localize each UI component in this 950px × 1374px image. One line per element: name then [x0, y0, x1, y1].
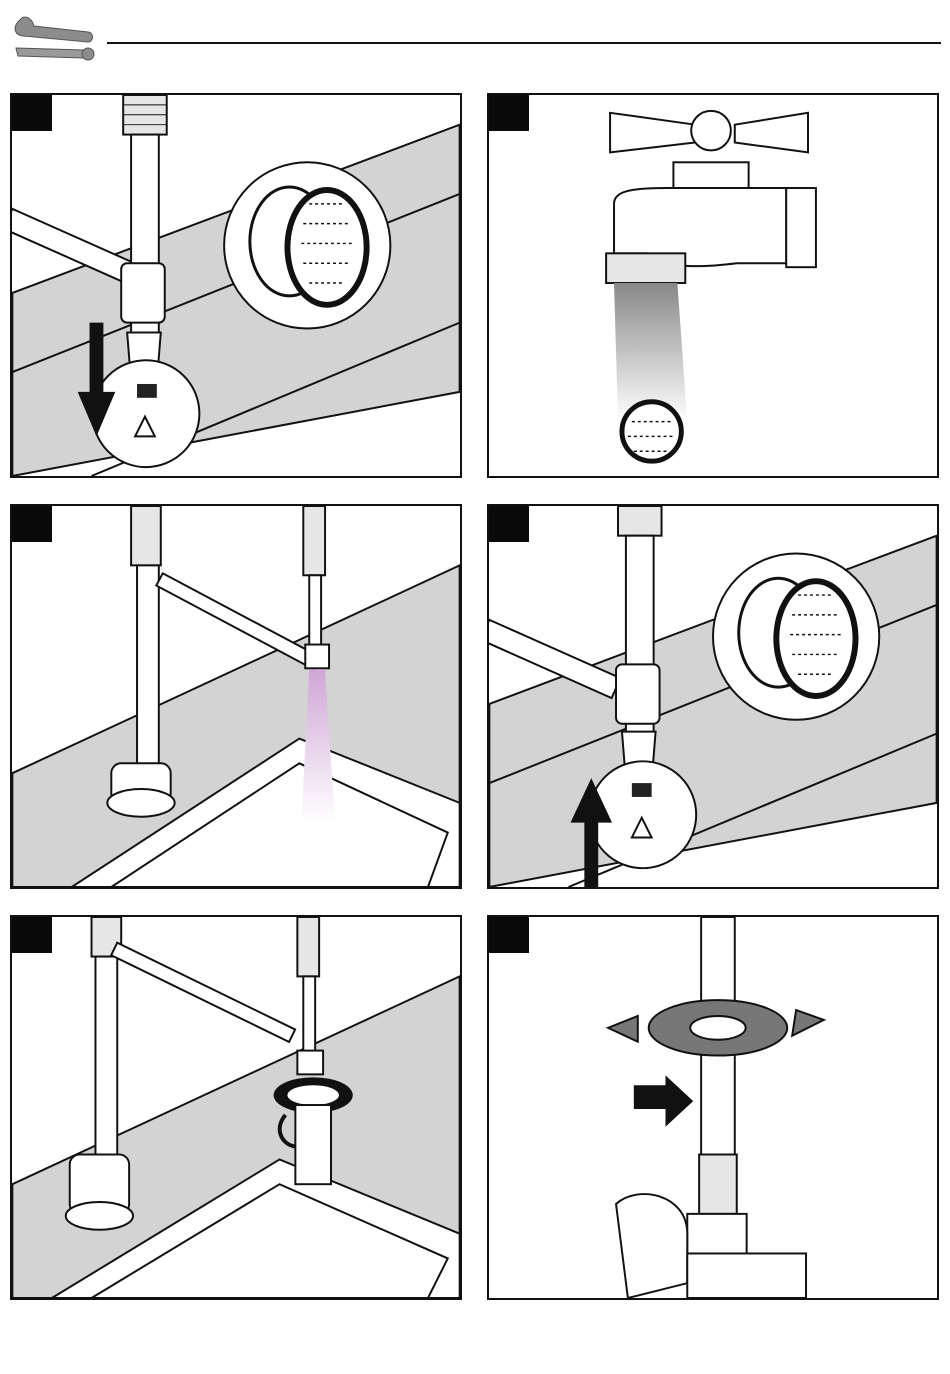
- tools-icon: [10, 10, 96, 68]
- faucet-tighten-illustration: [12, 917, 460, 1298]
- step-badge-3: [12, 506, 52, 542]
- step-panel-5: [10, 915, 462, 1300]
- faucet-illustration-4: [489, 506, 937, 887]
- step-panel-1: [10, 93, 462, 478]
- step-panel-2: [487, 93, 939, 478]
- step-panel-3: [10, 504, 462, 889]
- step-panel-6: [487, 915, 939, 1300]
- step-badge-4: [489, 506, 529, 542]
- step-badge-2: [489, 95, 529, 131]
- tap-illustration: [489, 95, 937, 476]
- step-badge-6: [489, 917, 529, 953]
- step-badge-1: [12, 95, 52, 131]
- header-rule: [107, 42, 941, 44]
- step-panel-4: [487, 504, 939, 889]
- faucet-illustration-1: [12, 95, 460, 476]
- step-badge-5: [12, 917, 52, 953]
- wrench-illustration: [489, 917, 937, 1298]
- faucet-flush-illustration: [12, 506, 460, 887]
